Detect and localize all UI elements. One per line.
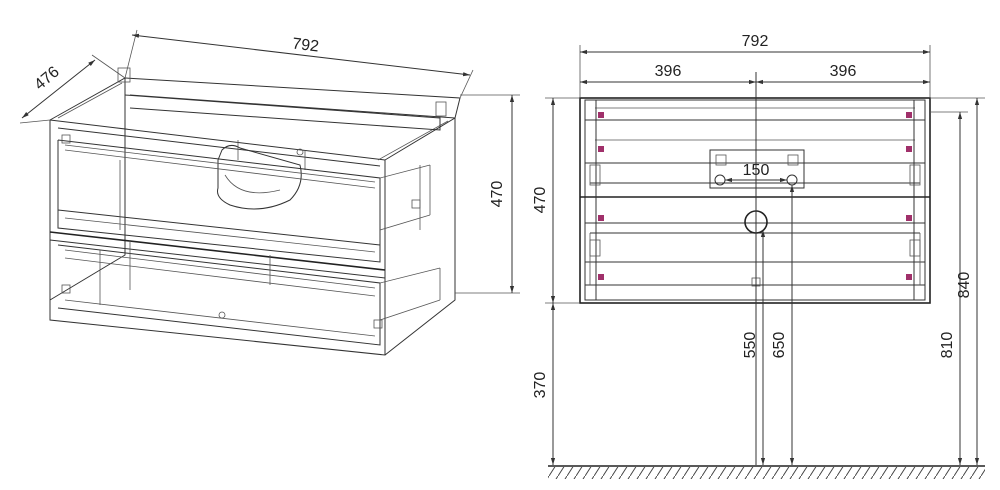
iso-drawer-separator	[49, 231, 386, 271]
front-half-right-label: 396	[830, 63, 857, 80]
iso-bottom-drawer	[57, 244, 381, 346]
front-width-label: 792	[742, 33, 769, 50]
front-drain-height-label: 550	[742, 332, 759, 359]
front-hinges	[589, 112, 921, 280]
iso-top-back-edge	[124, 77, 461, 119]
front-floor-hatching	[548, 467, 985, 479]
iso-depth-dimension-line	[21, 59, 96, 119]
iso-width-label: 792	[291, 35, 320, 55]
front-view: 150 792 396 396	[532, 33, 985, 479]
iso-top-drawer	[57, 139, 381, 263]
isometric-view: 792 476 470	[19, 29, 520, 356]
front-tap-plate	[709, 149, 805, 189]
front-top-to-floor-label: 810	[939, 332, 956, 359]
iso-front-frame	[49, 120, 386, 356]
front-body-height-label: 470	[532, 187, 549, 214]
iso-basin-cutout	[217, 144, 302, 210]
iso-height-label: 470	[489, 181, 506, 208]
front-total-height-label: 840	[956, 272, 973, 299]
front-center-height-label: 650	[771, 332, 788, 359]
iso-width-dimension-line	[131, 33, 471, 77]
front-floor-gap-label: 370	[532, 372, 549, 399]
iso-front-top-edge	[49, 119, 386, 161]
front-half-left-label: 396	[655, 63, 682, 80]
front-cabinet-outline	[579, 97, 931, 304]
